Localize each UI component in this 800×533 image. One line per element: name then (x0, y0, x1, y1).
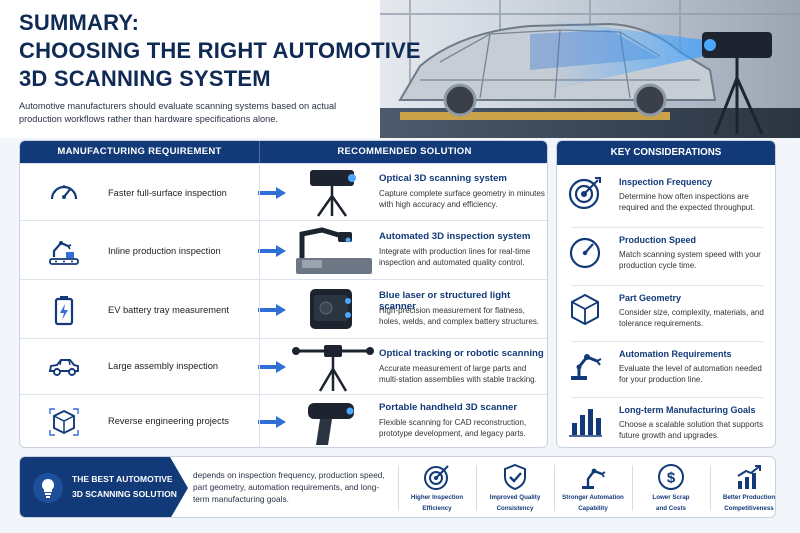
speedometer-icon (50, 185, 78, 200)
footer-title-line-2: 3D SCANNING SOLUTION (72, 489, 177, 499)
optical-scanner-icon (310, 170, 356, 217)
summary-footer: THE BEST AUTOMOTIVE 3D SCANNING SOLUTION… (19, 456, 776, 518)
blue-light-scanner-icon (310, 289, 352, 329)
intro-text: Automotive manufacturers should evaluate… (19, 100, 349, 126)
intro-line-1: Automotive manufacturers should evaluate… (19, 101, 337, 111)
consideration-description: Determine how often inspections are requ… (619, 192, 755, 212)
list-item: Long-term Manufacturing Goals Choose a s… (557, 399, 775, 447)
solution-description: Capture complete surface geometry in min… (379, 189, 545, 209)
solution-title: Blue laser or structured light scanner (379, 290, 511, 312)
title-line-3: 3D SCANNING SYSTEM (19, 66, 271, 91)
consideration-title: Part Geometry (619, 293, 682, 303)
car-icon (48, 359, 79, 376)
arrow-right-icon (258, 361, 286, 373)
list-item: Automation Requirements Evaluate the lev… (557, 343, 775, 399)
robot-arm-icon (49, 241, 79, 265)
robot-arm-icon (582, 468, 606, 489)
key-considerations-panel: KEY CONSIDERATIONS Inspection Frequency … (556, 140, 776, 448)
table-row: Reverse engineering projects Portable ha… (20, 394, 547, 447)
requirements-table: MANUFACTURING REQUIREMENT RECOMMENDED SO… (19, 140, 548, 448)
key-considerations-header: KEY CONSIDERATIONS (557, 141, 775, 165)
consideration-description: Match scanning system speed with your pr… (619, 250, 761, 270)
robot-arm-icon (571, 354, 602, 380)
consideration-description: Consider size, complexity, materials, an… (619, 308, 764, 328)
requirement-label: Reverse engineering projects (108, 416, 229, 426)
solution-description: Accurate measurement of large parts and … (379, 364, 537, 384)
solution-description: Integrate with production lines for real… (379, 247, 531, 267)
optical-tracker-icon (292, 345, 374, 392)
consideration-title: Automation Requirements (619, 349, 732, 359)
solution-title: Optical tracking or robotic scanning (379, 348, 544, 359)
solution-description: High-precision measurement for flatness,… (379, 306, 540, 326)
cube-outline-icon (571, 293, 599, 326)
arrow-right-icon (258, 245, 286, 257)
title-line-1: SUMMARY: (19, 10, 140, 35)
consideration-title: Production Speed (619, 235, 697, 245)
requirement-label: EV battery tray measurement (108, 305, 229, 315)
target-icon (568, 177, 601, 210)
requirement-label: Large assembly inspection (108, 361, 219, 371)
list-item: Production Speed Match scanning system s… (557, 229, 775, 285)
page-title: SUMMARY: CHOOSING THE RIGHT AUTOMOTIVE 3… (19, 9, 421, 93)
handheld-scanner-icon (308, 403, 354, 445)
solution-title: Portable handheld 3D scanner (379, 402, 518, 413)
footer-description: depends on inspection frequency, product… (193, 470, 385, 504)
cube-icon (49, 408, 79, 436)
gauge-icon (569, 237, 601, 269)
footer-title-line-1: THE BEST AUTOMOTIVE (72, 474, 173, 484)
requirement-label: Inline production inspection (108, 246, 221, 256)
hero-banner: SUMMARY: CHOOSING THE RIGHT AUTOMOTIVE 3… (0, 0, 800, 138)
growth-chart-icon (737, 465, 761, 489)
header-solution: RECOMMENDED SOLUTION (260, 141, 547, 163)
robotic-scanner-icon (296, 227, 372, 274)
battery-icon (54, 296, 74, 326)
solution-description: Flexible scanning for CAD reconstruction… (379, 418, 527, 438)
solution-title: Optical 3D scanning system (379, 173, 507, 184)
solution-title: Automated 3D inspection system (379, 231, 531, 242)
hero-illustration (380, 0, 800, 138)
table-row: Inline production inspection Automated 3… (20, 220, 547, 279)
intro-line-2: production workflows rather than hardwar… (19, 114, 278, 124)
shield-check-icon (504, 463, 526, 491)
lightbulb-icon (33, 473, 63, 503)
table-row: Large assembly inspection Optical tracki… (20, 338, 547, 394)
bar-chart-icon (569, 409, 602, 437)
table-row: EV battery tray measurement Blue laser o… (20, 279, 547, 338)
arrow-right-icon (258, 304, 286, 316)
header-requirement: MANUFACTURING REQUIREMENT (20, 141, 259, 163)
footer-title: THE BEST AUTOMOTIVE 3D SCANNING SOLUTION (72, 472, 182, 502)
requirement-label: Faster full-surface inspection (108, 188, 227, 198)
consideration-title: Long-term Manufacturing Goals (619, 405, 756, 415)
consideration-title: Inspection Frequency (619, 177, 713, 187)
table-row: Faster full-surface inspection Optical 3… (20, 163, 547, 220)
list-item: Part Geometry Consider size, complexity,… (557, 287, 775, 343)
dollar-icon: $ (658, 464, 684, 490)
title-line-2: CHOOSING THE RIGHT AUTOMOTIVE (19, 38, 421, 63)
arrow-right-icon (258, 416, 286, 428)
svg-text:$: $ (667, 470, 676, 487)
footer-callout: THE BEST AUTOMOTIVE 3D SCANNING SOLUTION (20, 457, 188, 517)
consideration-description: Evaluate the level of automation needed … (619, 364, 762, 384)
list-item: Inspection Frequency Determine how often… (557, 171, 775, 227)
consideration-description: Choose a scalable solution that supports… (619, 420, 764, 440)
target-icon (424, 465, 449, 490)
arrow-right-icon (258, 187, 286, 199)
